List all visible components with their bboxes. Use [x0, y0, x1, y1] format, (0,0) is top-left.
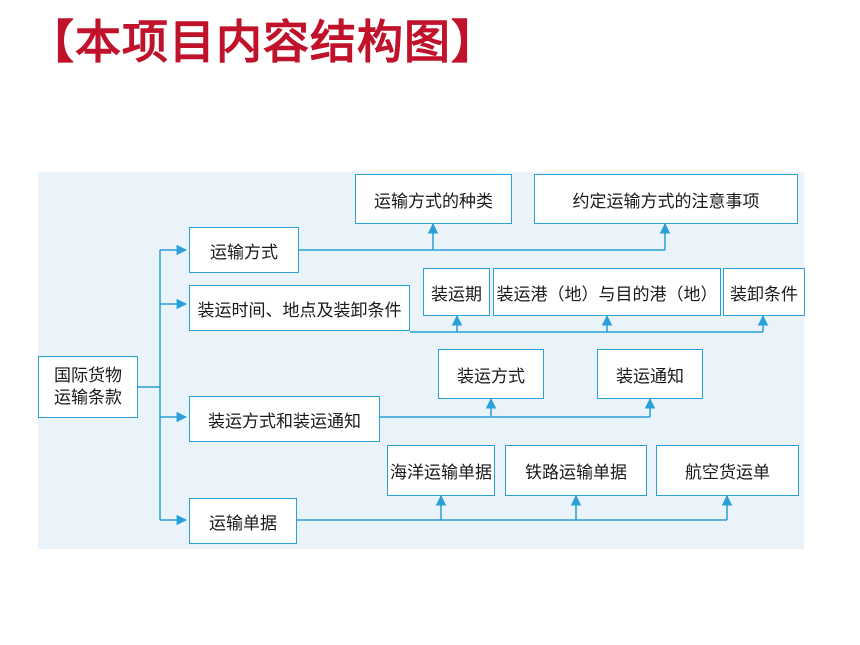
- root-node-line2: 运输条款: [54, 388, 122, 408]
- root-node: 国际货物 运输条款: [38, 356, 138, 418]
- root-node-line1: 国际货物: [54, 366, 122, 386]
- child-rail-bill: 铁路运输单据: [505, 445, 647, 496]
- branch-shipment-method-notice: 装运方式和装运通知: [189, 396, 380, 442]
- child-ocean-bill: 海洋运输单据: [387, 445, 495, 496]
- child-air-waybill: 航空货运单: [656, 445, 799, 496]
- child-shipment-period: 装运期: [423, 268, 490, 316]
- branch-transport-mode: 运输方式: [189, 227, 299, 273]
- branch-transport-documents: 运输单据: [189, 498, 297, 544]
- child-transport-notes: 约定运输方式的注意事项: [534, 174, 798, 224]
- child-ports: 装运港（地）与目的港（地）: [493, 268, 721, 316]
- page-title: 【本项目内容结构图】: [28, 15, 498, 69]
- child-shipment-method: 装运方式: [438, 349, 544, 399]
- child-loading-terms: 装卸条件: [723, 268, 805, 316]
- branch-shipment-time-place: 装运时间、地点及装卸条件: [189, 285, 410, 331]
- child-shipment-notice: 装运通知: [597, 349, 703, 399]
- child-transport-types: 运输方式的种类: [355, 174, 512, 224]
